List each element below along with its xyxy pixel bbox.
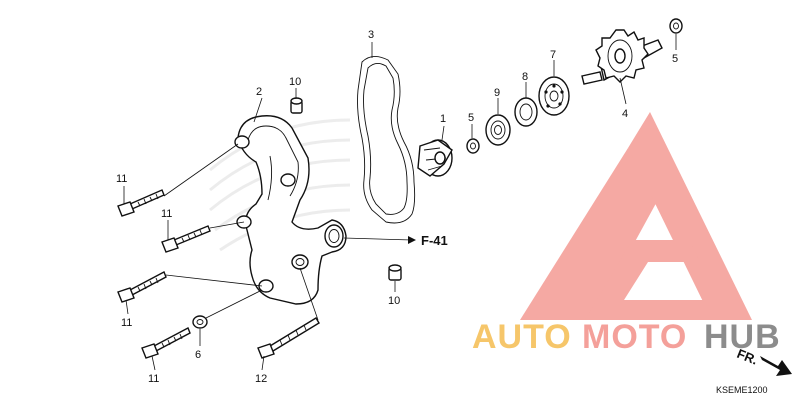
dowel-pin-bottom <box>388 264 402 281</box>
callout-9: 9 <box>494 87 500 99</box>
water-seal <box>485 114 511 146</box>
front-direction-indicator: FR. <box>735 346 792 376</box>
impeller <box>417 139 453 177</box>
callout-11-d: 11 <box>148 373 159 385</box>
leader-lines <box>123 34 677 371</box>
washer-5-right <box>669 18 683 34</box>
callout-7: 7 <box>550 49 556 61</box>
bolt-11-a <box>117 189 165 217</box>
callout-2: 2 <box>256 86 262 98</box>
pump-gasket <box>357 56 416 224</box>
oil-seal <box>514 97 538 127</box>
callout-11-b: 11 <box>161 208 172 220</box>
callout-labels: 2 10 3 1 5 9 8 7 4 5 10 6 11 11 11 11 12 <box>116 29 678 385</box>
callout-11-c: 11 <box>121 317 132 329</box>
callout-4: 4 <box>622 108 628 120</box>
callout-1: 1 <box>440 113 446 125</box>
watermark-hub: HUB <box>704 318 781 356</box>
water-pump-cover <box>234 115 347 305</box>
callout-10-top: 10 <box>289 76 301 88</box>
bolt-12 <box>257 317 320 359</box>
callout-12: 12 <box>255 373 267 385</box>
callout-10-bottom: 10 <box>388 295 400 307</box>
watermark-moto: MOTO <box>582 318 687 356</box>
callout-3: 3 <box>368 29 374 41</box>
callout-8: 8 <box>522 71 528 83</box>
sealing-washer <box>192 315 208 329</box>
pump-shaft-gear <box>581 29 663 85</box>
figure-code: KSEME1200 <box>716 385 768 395</box>
direction-label: FR. <box>735 346 760 368</box>
bolt-11-b <box>161 225 211 253</box>
reference-label: F-41 <box>421 233 448 248</box>
callout-6: 6 <box>195 349 201 361</box>
washer-5-left <box>466 138 480 154</box>
front-arrow-icon <box>760 356 792 376</box>
bearing <box>538 76 570 116</box>
callout-11-a: 11 <box>116 173 127 185</box>
callout-5-right: 5 <box>672 53 678 65</box>
dowel-pin-top <box>290 97 303 114</box>
bolt-11-d <box>141 327 191 359</box>
watermark-triangle-logo <box>520 112 752 320</box>
watermark-text: AUTO MOTO HUB <box>472 318 781 356</box>
bolt-11-c <box>117 271 167 303</box>
watermark-auto: AUTO <box>472 318 572 356</box>
callout-5-left: 5 <box>468 112 474 124</box>
